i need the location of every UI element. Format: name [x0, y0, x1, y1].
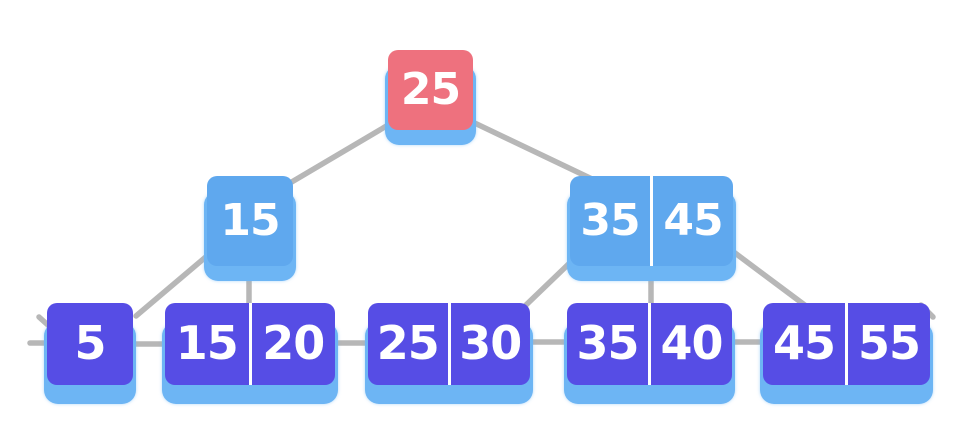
tree-node-internal-left: 15: [204, 176, 296, 281]
node-key: 35: [576, 316, 639, 370]
node-box: 15: [207, 176, 293, 266]
node-key: 30: [447, 303, 531, 385]
node-box: 25: [388, 50, 473, 130]
node-key: 15: [175, 316, 239, 370]
node-key: 35: [580, 194, 640, 246]
node-key: 25: [400, 63, 461, 115]
node-key: 45: [772, 316, 836, 370]
node-key: 45: [650, 176, 733, 266]
node-key: 20: [248, 303, 336, 385]
tree-edge-root-to-internal-left: [287, 115, 403, 186]
node-box: 5: [47, 303, 133, 385]
tree-edge-internal-left-to-leaf-1: [133, 247, 217, 319]
tree-node-root: 25: [385, 50, 476, 145]
node-key: 15: [220, 194, 280, 246]
tree-edge-internal-right-to-leaf-5: [728, 247, 809, 309]
node-key: 5: [74, 316, 106, 370]
node-key: 25: [376, 316, 440, 370]
tree-edge-root-to-internal-right: [459, 114, 595, 182]
tree-node-leaf-1: 5: [44, 303, 136, 404]
node-key: 40: [648, 303, 732, 385]
node-key: 55: [845, 303, 930, 385]
